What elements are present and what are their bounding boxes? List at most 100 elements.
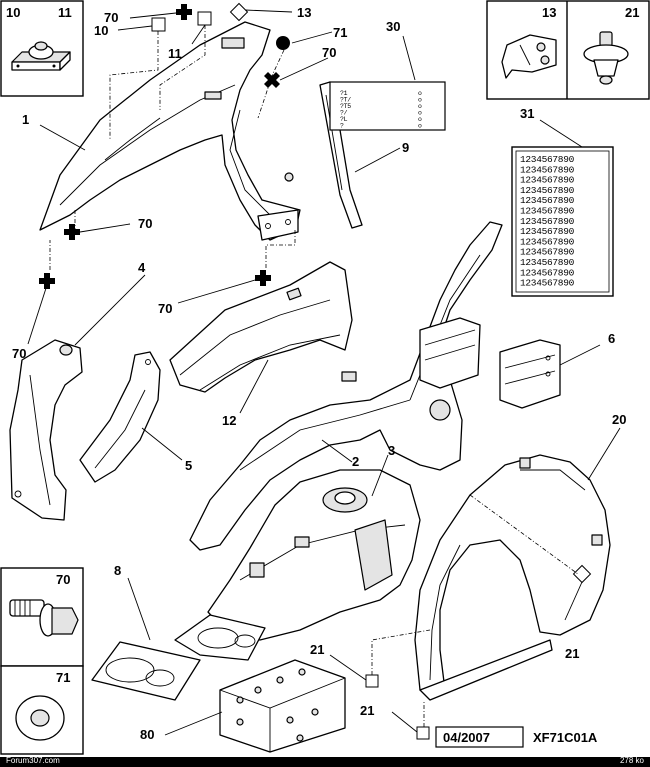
callout-4: 4 (138, 260, 146, 275)
label-31-row: 1234567890 (520, 154, 575, 165)
callout-21-mid: 21 (310, 642, 324, 657)
gaskets-part-8 (91, 614, 266, 701)
plus-marker-icon (255, 270, 271, 286)
square-marker-icon (197, 11, 212, 26)
inset-label-13: 13 (542, 5, 556, 20)
label-31-row: 1234567890 (520, 257, 575, 268)
label-30-row-marker: o (418, 90, 422, 97)
black-dot-marker-icon (276, 36, 290, 50)
vin-label-part-30: ?1 o ?T/o ?T5 o ?/ o ?L o? o (329, 81, 446, 131)
label-31-row: 1234567890 (520, 226, 575, 237)
label-31-row: 1234567890 (520, 185, 575, 196)
leader-lines (27, 9, 621, 736)
inset-label-70: 70 (56, 572, 70, 587)
callout-9: 9 (402, 140, 409, 155)
label-30-row-marker: o (418, 103, 422, 110)
label-30-row: ?T/ (340, 97, 351, 104)
callout-6: 6 (608, 331, 615, 346)
callout-70-right: 70 (322, 45, 336, 60)
rubber-mount-icon (11, 41, 71, 71)
label-31-row: 1234567890 (520, 164, 575, 175)
callout-8: 8 (114, 563, 121, 578)
square-marker-icon (229, 2, 249, 22)
hinge-reinforcement-part-6 (499, 339, 561, 409)
callout-80: 80 (140, 727, 154, 742)
watermark-size: 278 ko (619, 756, 644, 765)
label-31-row: 1234567890 (520, 175, 575, 186)
fastener-kit-part-80 (219, 659, 346, 753)
label-30-row: ?L (340, 116, 348, 123)
assembly-lines (49, 25, 579, 727)
front-wing-part-1 (39, 21, 301, 241)
callout-5: 5 (185, 458, 192, 473)
watermark-bar (0, 757, 650, 767)
front-bracket-part-4 (9, 339, 83, 521)
label-31-row: 1234567890 (520, 236, 575, 247)
label-31-row: 1234567890 (520, 216, 575, 227)
wheel-arch-liner-part-20 (414, 454, 611, 701)
inset-label-71: 71 (56, 670, 70, 685)
inset-label-11: 11 (58, 5, 72, 20)
inset-label-10: 10 (6, 5, 20, 20)
diagram-date: 04/2007 (443, 730, 490, 745)
plus-marker-icon (39, 273, 55, 289)
label-31-row: 1234567890 (520, 278, 575, 289)
bolt-70-icon (9, 599, 79, 637)
label-30-row-marker: o (418, 116, 422, 123)
label-30-row: ?/ (340, 110, 348, 117)
wheelhouse-floor-part-3 (207, 469, 421, 641)
square-marker-icon (416, 726, 430, 740)
label-30-row: ? (340, 123, 344, 130)
plus-marker-icon (64, 224, 80, 240)
callout-labels: 70 10 11 13 71 70 30 31 9 1 70 4 70 70 1… (12, 5, 626, 742)
watermark-site: Forum307.com (6, 756, 60, 765)
hinge-bracket-group (419, 317, 481, 389)
reference-footer: 04/2007 XF71C01A (435, 726, 598, 748)
washer-71-icon (15, 695, 65, 741)
callout-10: 10 (94, 23, 108, 38)
label-31-row: 1234567890 (520, 247, 575, 258)
label-30-row: ?T5 (340, 103, 351, 110)
inset-box-13-21: 13 21 (486, 0, 650, 100)
label-31-row: 1234567890 (520, 267, 575, 278)
callout-12: 12 (222, 413, 236, 428)
callout-71: 71 (333, 25, 347, 40)
label-31-row: 1234567890 (520, 195, 575, 206)
inset-box-70: 70 (0, 567, 84, 667)
number-grid-label-part-31: 1234567890123456789012345678901234567890… (511, 146, 614, 297)
wheel-arch-panel-part-12 (169, 261, 353, 393)
callout-2: 2 (352, 454, 359, 469)
callout-70-arch: 70 (158, 301, 172, 316)
bracket-13-icon (501, 34, 557, 79)
callout-70-top: 70 (104, 10, 118, 25)
square-marker-icon (572, 564, 592, 584)
label-30-row-marker: o (418, 97, 422, 104)
callout-21-right: 21 (565, 646, 579, 661)
callout-3: 3 (388, 443, 395, 458)
callout-21-bottom: 21 (360, 703, 374, 718)
callout-11: 11 (168, 46, 182, 61)
callout-70-left: 70 (12, 346, 26, 361)
label-30-row-marker: o (418, 123, 422, 130)
inset-box-10-11: 10 11 (0, 0, 84, 97)
callout-1: 1 (22, 112, 29, 127)
label-30-row: ?1 (340, 90, 348, 97)
label-31-row: 1234567890 (520, 206, 575, 217)
label-30-row-marker: o (418, 110, 422, 117)
square-marker-icon (151, 17, 166, 32)
callout-20: 20 (612, 412, 626, 427)
callout-31: 31 (520, 106, 534, 121)
inset-label-21: 21 (625, 5, 639, 20)
inset-box-71: 71 (0, 665, 84, 755)
callout-70-mid: 70 (138, 216, 152, 231)
push-clip-21-icon (583, 31, 629, 85)
x-marker-icon (264, 72, 280, 88)
callout-13: 13 (297, 5, 311, 20)
inner-pillar-part-5 (79, 351, 161, 483)
callout-30: 30 (386, 19, 400, 34)
square-marker-icon (365, 674, 379, 688)
diagram-ref-code: XF71C01A (533, 730, 598, 745)
fastener-symbols (39, 2, 592, 740)
side-member-part-2 (189, 221, 503, 551)
